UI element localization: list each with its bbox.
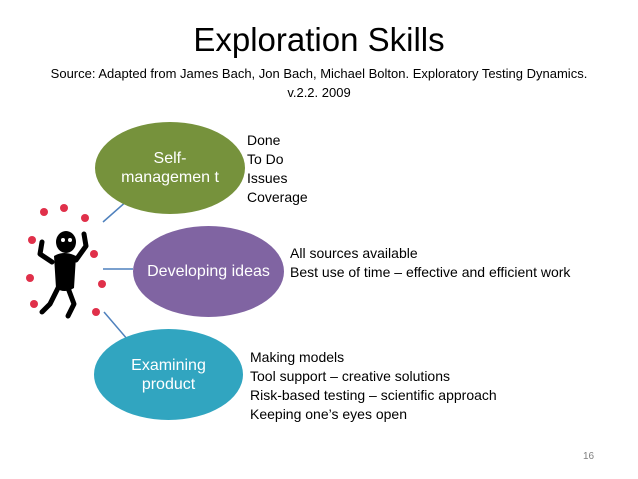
juggling-ball [90,250,98,258]
slide-title: Exploration Skills [193,21,445,58]
page-number: 16 [583,451,595,462]
note-item: All sources available [290,245,418,261]
note-item: Making models [250,349,345,365]
note-item: Keeping one’s eyes open [250,406,407,422]
note-item: Issues [247,170,288,186]
juggling-ball [98,280,106,288]
juggling-ball [30,300,38,308]
connector-examining-product [103,311,129,341]
note-item: Done [247,132,281,148]
juggler-figure-icon [26,204,106,319]
juggling-ball [92,308,100,316]
skill-developing-ideas: Developing ideas [133,226,284,317]
skill-label: Examining product [131,356,206,393]
juggling-ball [81,214,89,222]
juggling-ball [28,236,36,244]
juggling-ball [60,204,68,212]
note-item: To Do [247,151,284,167]
notes-examining-product: Making models Tool support – creative so… [250,348,497,424]
juggling-ball [40,208,48,216]
skill-self-management: Self-managemen t [95,122,245,214]
skill-label: Developing ideas [147,263,270,280]
juggling-ball [26,274,34,282]
source-citation: Source: Adapted from James Bach, Jon Bac… [50,66,588,100]
skill-examining-product: Examining product [94,329,243,420]
skill-label: Self-managemen t [121,150,219,186]
notes-self-management: Done To Do Issues Coverage [247,131,308,207]
note-item: Best use of time – effective and efficie… [290,264,571,280]
notes-developing-ideas: All sources available Best use of time –… [290,244,570,282]
note-item: Tool support – creative solutions [250,368,450,384]
note-item: Risk-based testing – scientific approach [250,387,497,403]
note-item: Coverage [247,189,308,205]
